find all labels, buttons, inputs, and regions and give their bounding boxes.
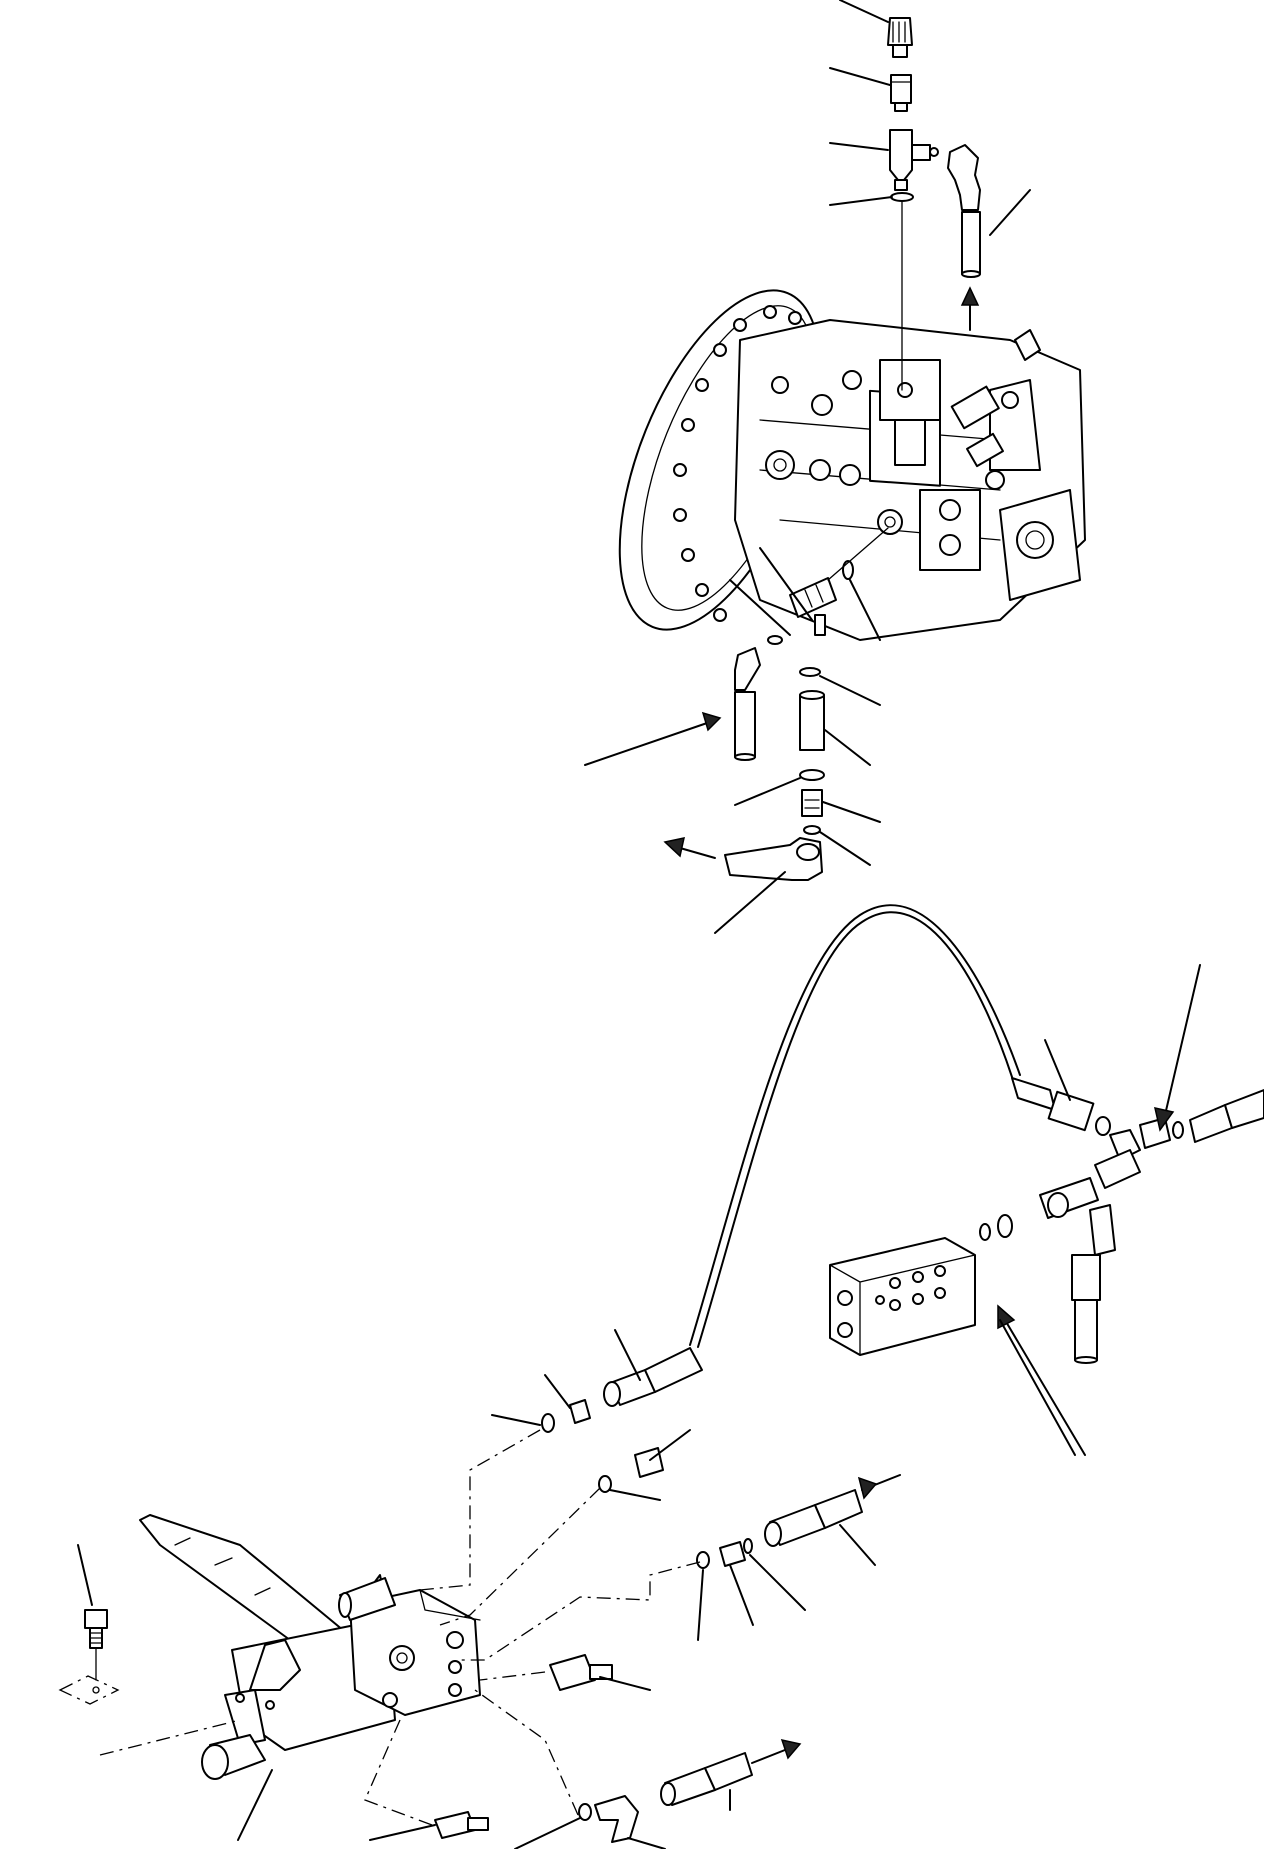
pedal-valve-assembly [58,904,1264,1849]
flow-arrow-up [960,286,980,306]
adapter-down [1071,1254,1101,1301]
connector-mid [719,1541,746,1567]
leader-4 [829,196,893,206]
o-ring-block [979,1223,991,1241]
leader-20 [609,1489,661,1501]
leader-11 [734,777,801,806]
bleed-plug [887,17,913,46]
o-ring-top [890,192,914,202]
leader-17 [544,1374,571,1409]
tee-mid [1094,1149,1141,1189]
leader-8 [849,579,881,641]
elbow-hose-left [734,647,761,691]
leader-22 [749,1554,806,1611]
lower-flow-arrows [751,964,1201,1764]
elbow-hose-upper [947,144,981,211]
pump-body [734,319,1086,641]
leader-28 [369,1824,436,1841]
hose-right-upper [1224,1089,1264,1129]
leader-10 [824,729,871,766]
leader-26 [77,1544,93,1606]
upper-right-fittings [979,1077,1264,1364]
leader-29 [514,1817,581,1849]
leader-21 [839,1524,876,1566]
flow-arrow-in [857,1476,878,1500]
tee-fitting-side [789,577,837,618]
mounting-bolt [58,1609,120,1705]
tee-fitting [889,129,913,181]
leader-16 [614,1329,641,1381]
flow-arrow-left [663,837,685,858]
o-ring-side [842,560,854,580]
upper-fitting-stack [887,17,981,391]
flow-arrow-block [997,1304,1016,1330]
leader-14 [714,871,786,934]
leader-3 [829,142,889,151]
o-ring-lower [799,769,825,781]
leader-13 [819,831,871,866]
pump-assembly [584,0,1086,934]
leader-25 [599,1676,651,1691]
leader-23 [729,1564,754,1626]
mid-hose-chain [434,1347,863,1843]
hose-left [734,691,756,758]
leader-15 [1044,1039,1071,1101]
connection-lines [99,1429,701,1826]
leader-19 [649,1429,691,1461]
leader-9 [819,675,881,706]
hose-down [1074,1299,1098,1361]
leader-2 [829,67,891,86]
flange-bolt-holes [673,305,802,622]
leader-24 [697,1569,704,1641]
long-hose [689,904,1021,1346]
lower-leader-lines [77,1039,1076,1849]
sensor-right [549,1654,596,1691]
flow-arrow-right [701,711,722,732]
pump-side-fittings [584,527,889,881]
elbow-bottom [594,1795,639,1843]
hose-end-upper [1011,1077,1056,1111]
o-ring-upper [541,1413,555,1433]
adapter-nut [890,74,912,104]
leader-7 [729,579,791,636]
upper-leader-lines [714,0,1031,934]
connector-upper [569,1399,591,1424]
leader-27 [237,1769,273,1841]
flow-arrow-out [780,1738,802,1760]
leader-6 [759,547,813,621]
leader-18 [491,1414,541,1426]
leader-12 [822,801,881,823]
connector-lower [801,789,823,817]
flow-arrow-top [1154,1107,1175,1132]
manifold-block [829,1237,976,1356]
leader-5 [989,189,1031,236]
leader-1 [839,0,889,23]
adapter-long [799,694,825,751]
pedal-valve-body [139,1514,481,1780]
